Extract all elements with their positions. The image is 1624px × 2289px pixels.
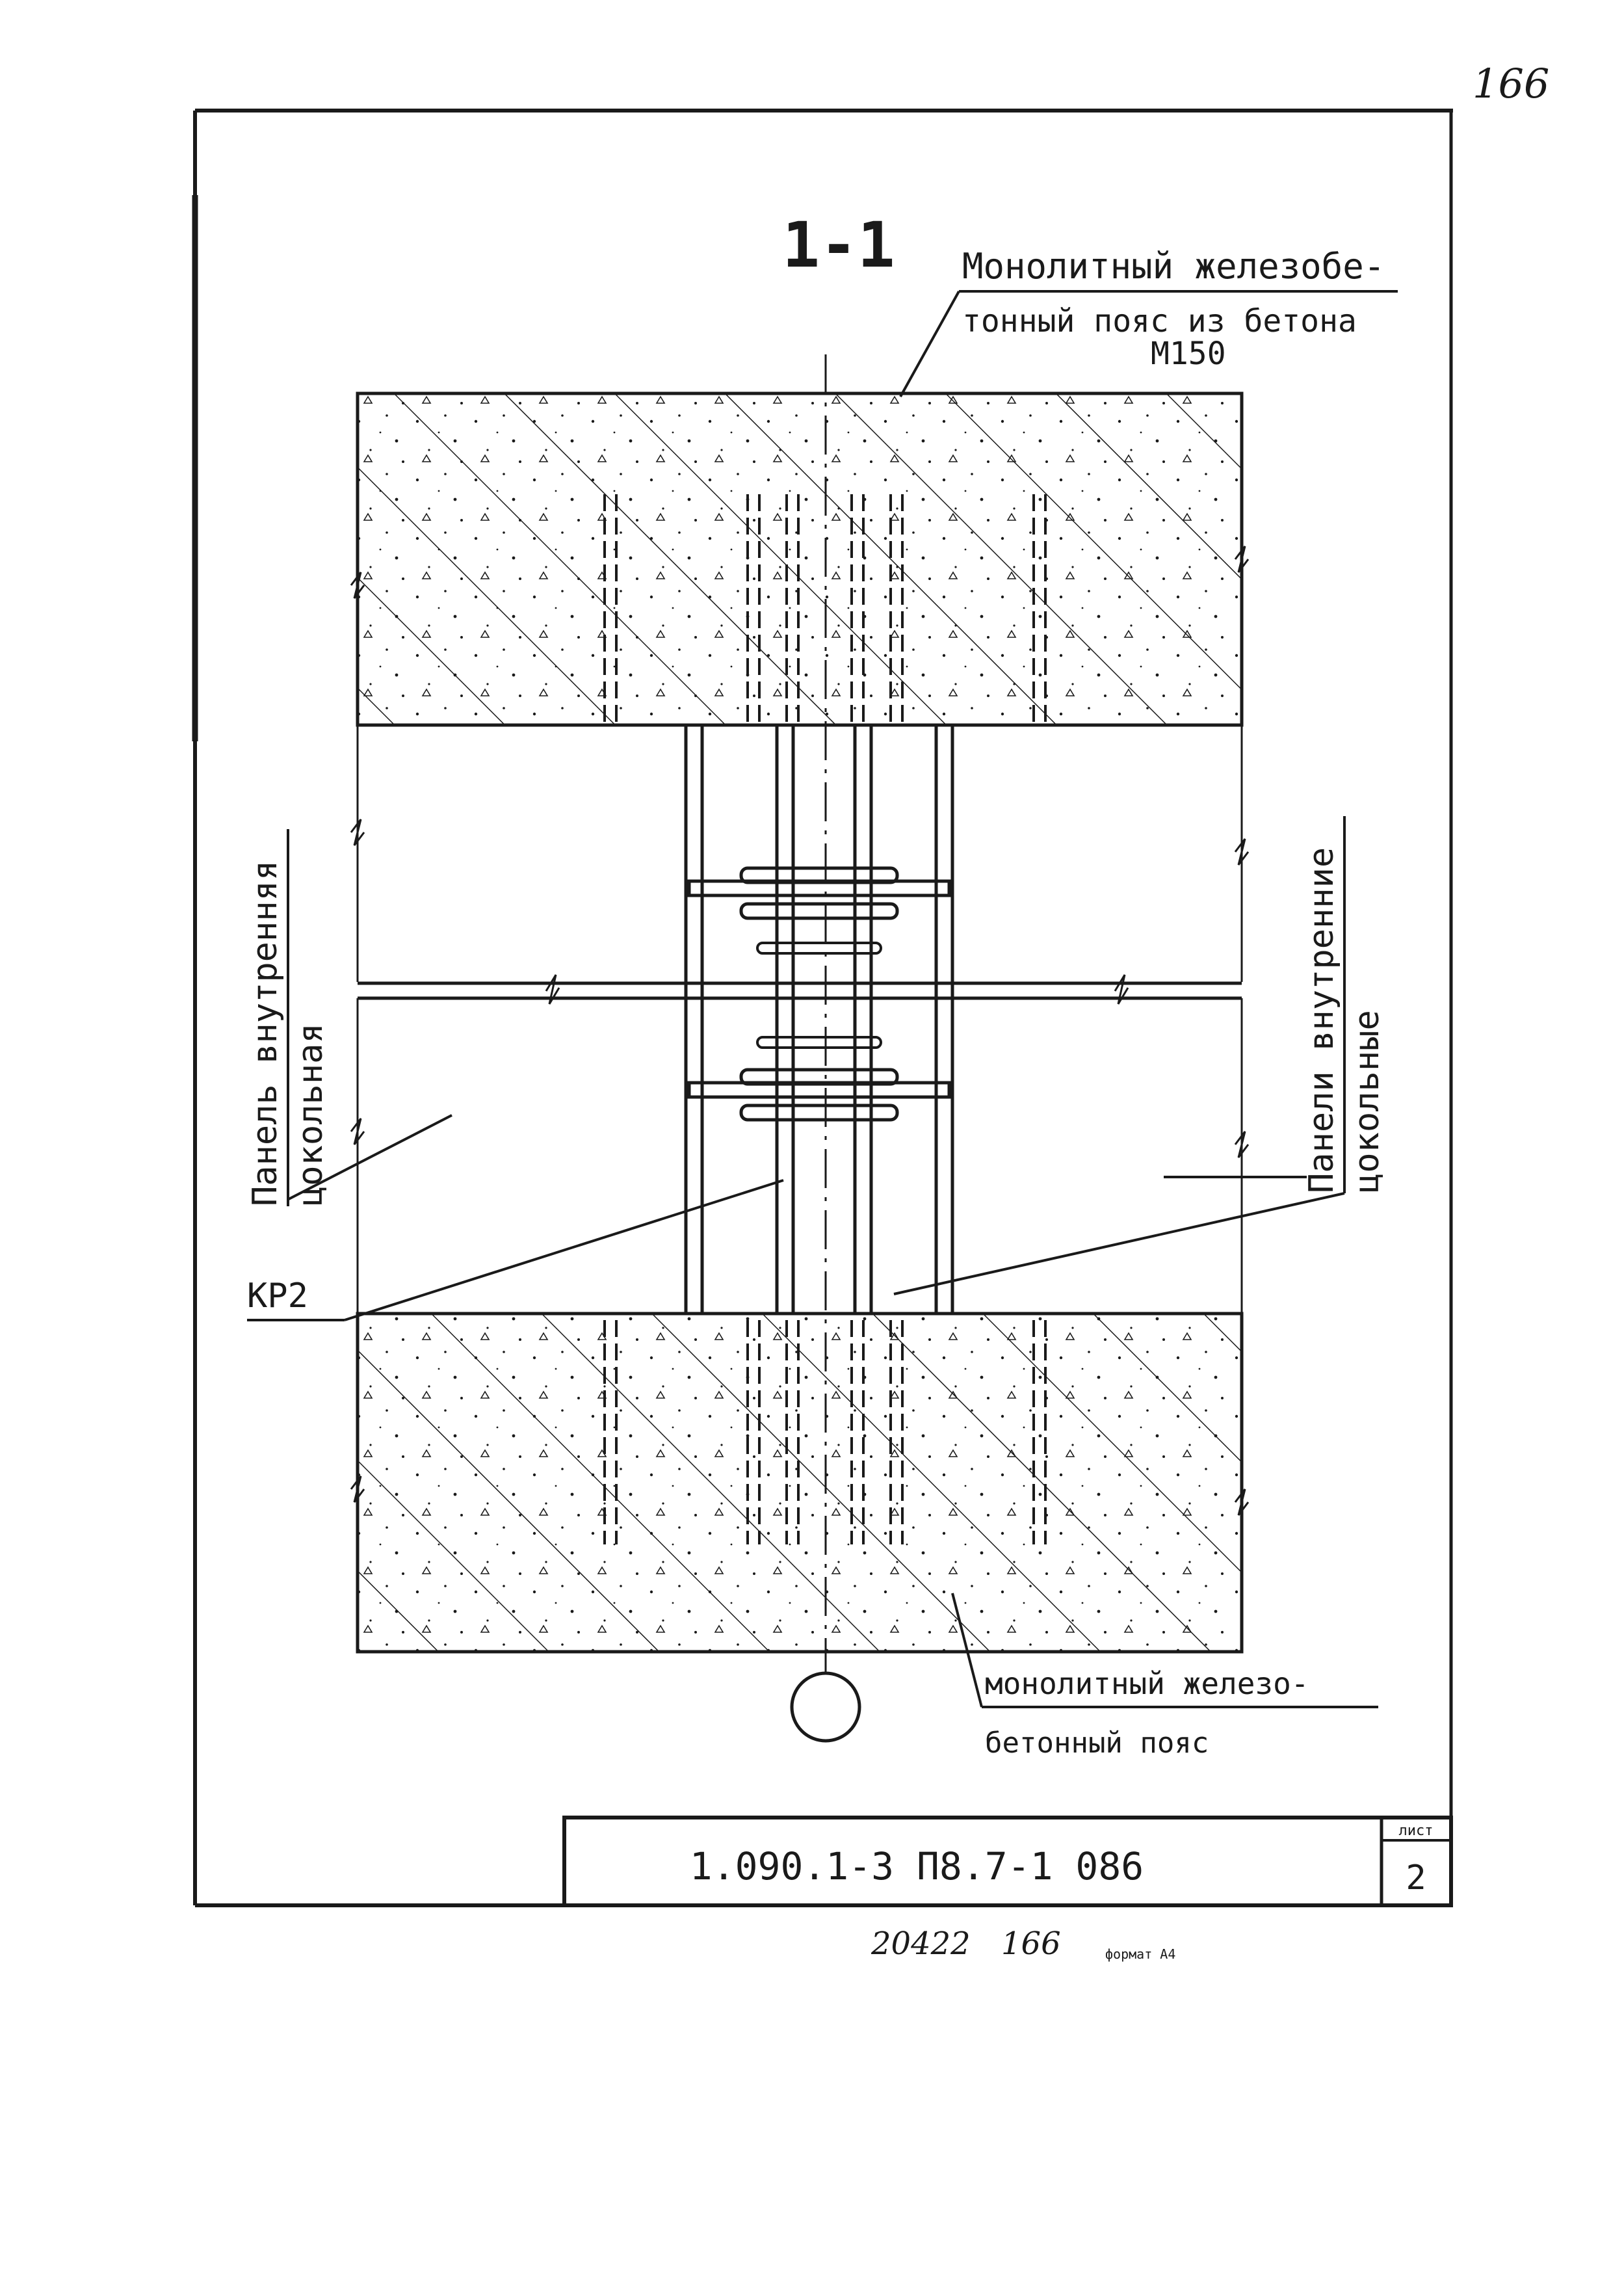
rebar-bundle — [684, 725, 954, 1314]
right-panel-label: Панели внутренние цокольные — [893, 816, 1387, 1295]
document-code: 1.090.1-3 П8.7-1 086 — [690, 1844, 1144, 1888]
section-mark: 1-1 — [782, 209, 895, 282]
left-panel-label-line1: Панель внутренняя — [246, 860, 285, 1206]
right-panel-label-line1: Панели внутренние — [1302, 847, 1341, 1193]
upper-panel-zone — [356, 725, 1243, 1000]
footer-page-number: 166 — [1001, 1925, 1061, 1962]
rebar-mark-text: КР2 — [247, 1277, 308, 1316]
sheet-value: 2 — [1406, 1859, 1426, 1898]
right-panel-label-line2: цокольные — [1348, 1010, 1387, 1193]
left-panel-label-line2: цокольная — [291, 1023, 330, 1206]
inventory-number: 20422 — [871, 1925, 971, 1962]
title-block: 1.090.1-3 П8.7-1 086 лист 2 — [562, 1816, 1453, 1907]
left-panel-label: Панель внутренняя цокольная — [246, 829, 452, 1206]
bottom-belt-label-line2: бетонный пояс — [985, 1727, 1209, 1760]
rebar-mark-label: КР2 — [247, 1179, 784, 1321]
bottom-belt-label: монолитный железо- бетонный пояс — [951, 1593, 1378, 1760]
corner-sheet-number: 166 — [1473, 60, 1549, 107]
top-belt-label-line3: М150 — [1151, 336, 1226, 372]
top-belt-label: Монолитный железобе- тонный пояс из бето… — [899, 246, 1398, 397]
top-concrete-belt — [356, 391, 1244, 727]
top-belt-label-line1: Монолитный железобе- — [962, 246, 1385, 287]
sheet-label: лист — [1399, 1823, 1434, 1839]
format-label: формат А4 — [1105, 1946, 1175, 1962]
bottom-concrete-belt — [356, 1312, 1244, 1654]
bottom-belt-label-line1: монолитный железо- — [985, 1666, 1309, 1701]
axis-bubble — [790, 1671, 861, 1743]
connection-plates — [687, 866, 951, 1122]
top-belt-label-line2: тонный пояс из бетона — [962, 303, 1357, 339]
lower-panel-zone — [356, 998, 1243, 1314]
